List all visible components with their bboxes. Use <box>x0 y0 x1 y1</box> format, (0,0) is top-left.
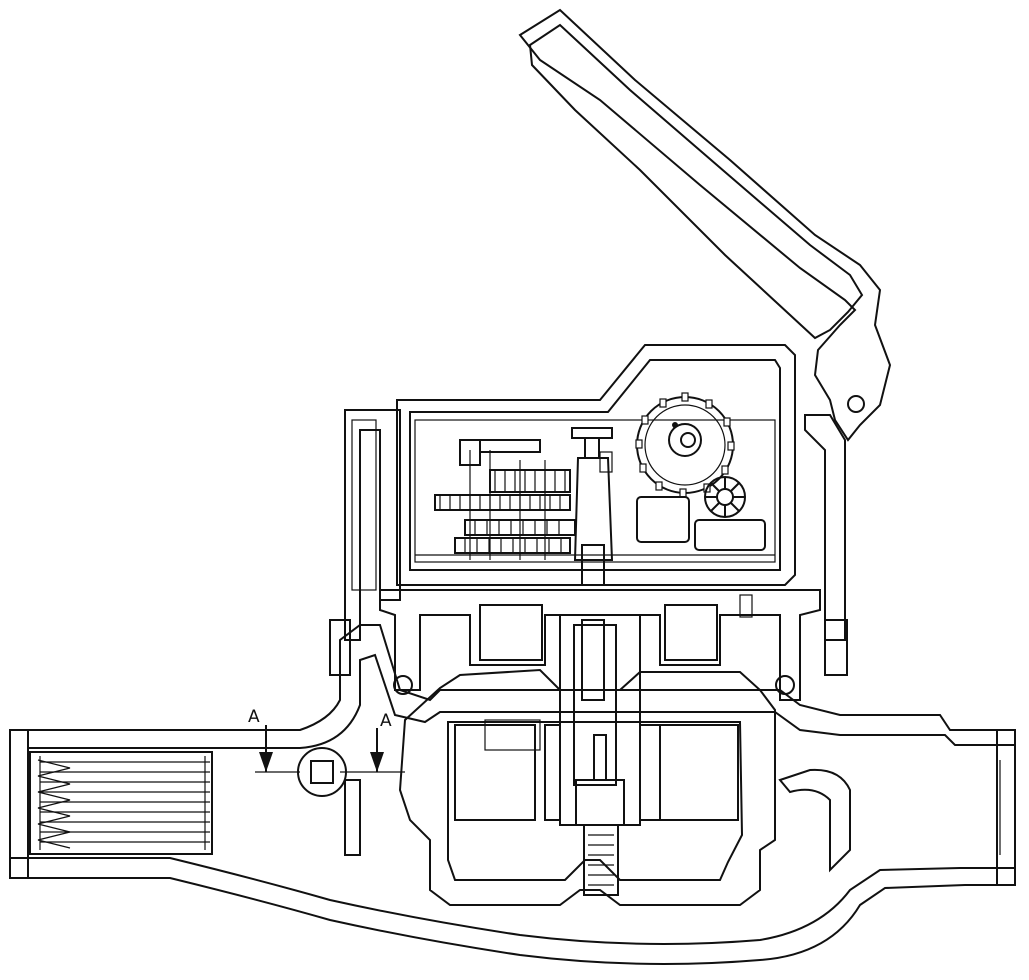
star-wheel <box>636 476 766 618</box>
section-label-right: A <box>380 711 392 731</box>
section-label-left: A <box>248 707 260 727</box>
intermediate-plate <box>329 409 848 701</box>
gear-train <box>434 427 614 586</box>
hinged-lid <box>518 8 892 442</box>
section-mark-a-a: A A <box>248 707 405 797</box>
inlet-strainer <box>29 751 213 855</box>
measuring-chamber <box>398 668 776 906</box>
dial-wheel <box>635 392 735 498</box>
register-housing <box>396 344 796 586</box>
impeller-spindle <box>559 614 641 896</box>
meter-body <box>9 624 1016 965</box>
impeller <box>454 724 739 821</box>
